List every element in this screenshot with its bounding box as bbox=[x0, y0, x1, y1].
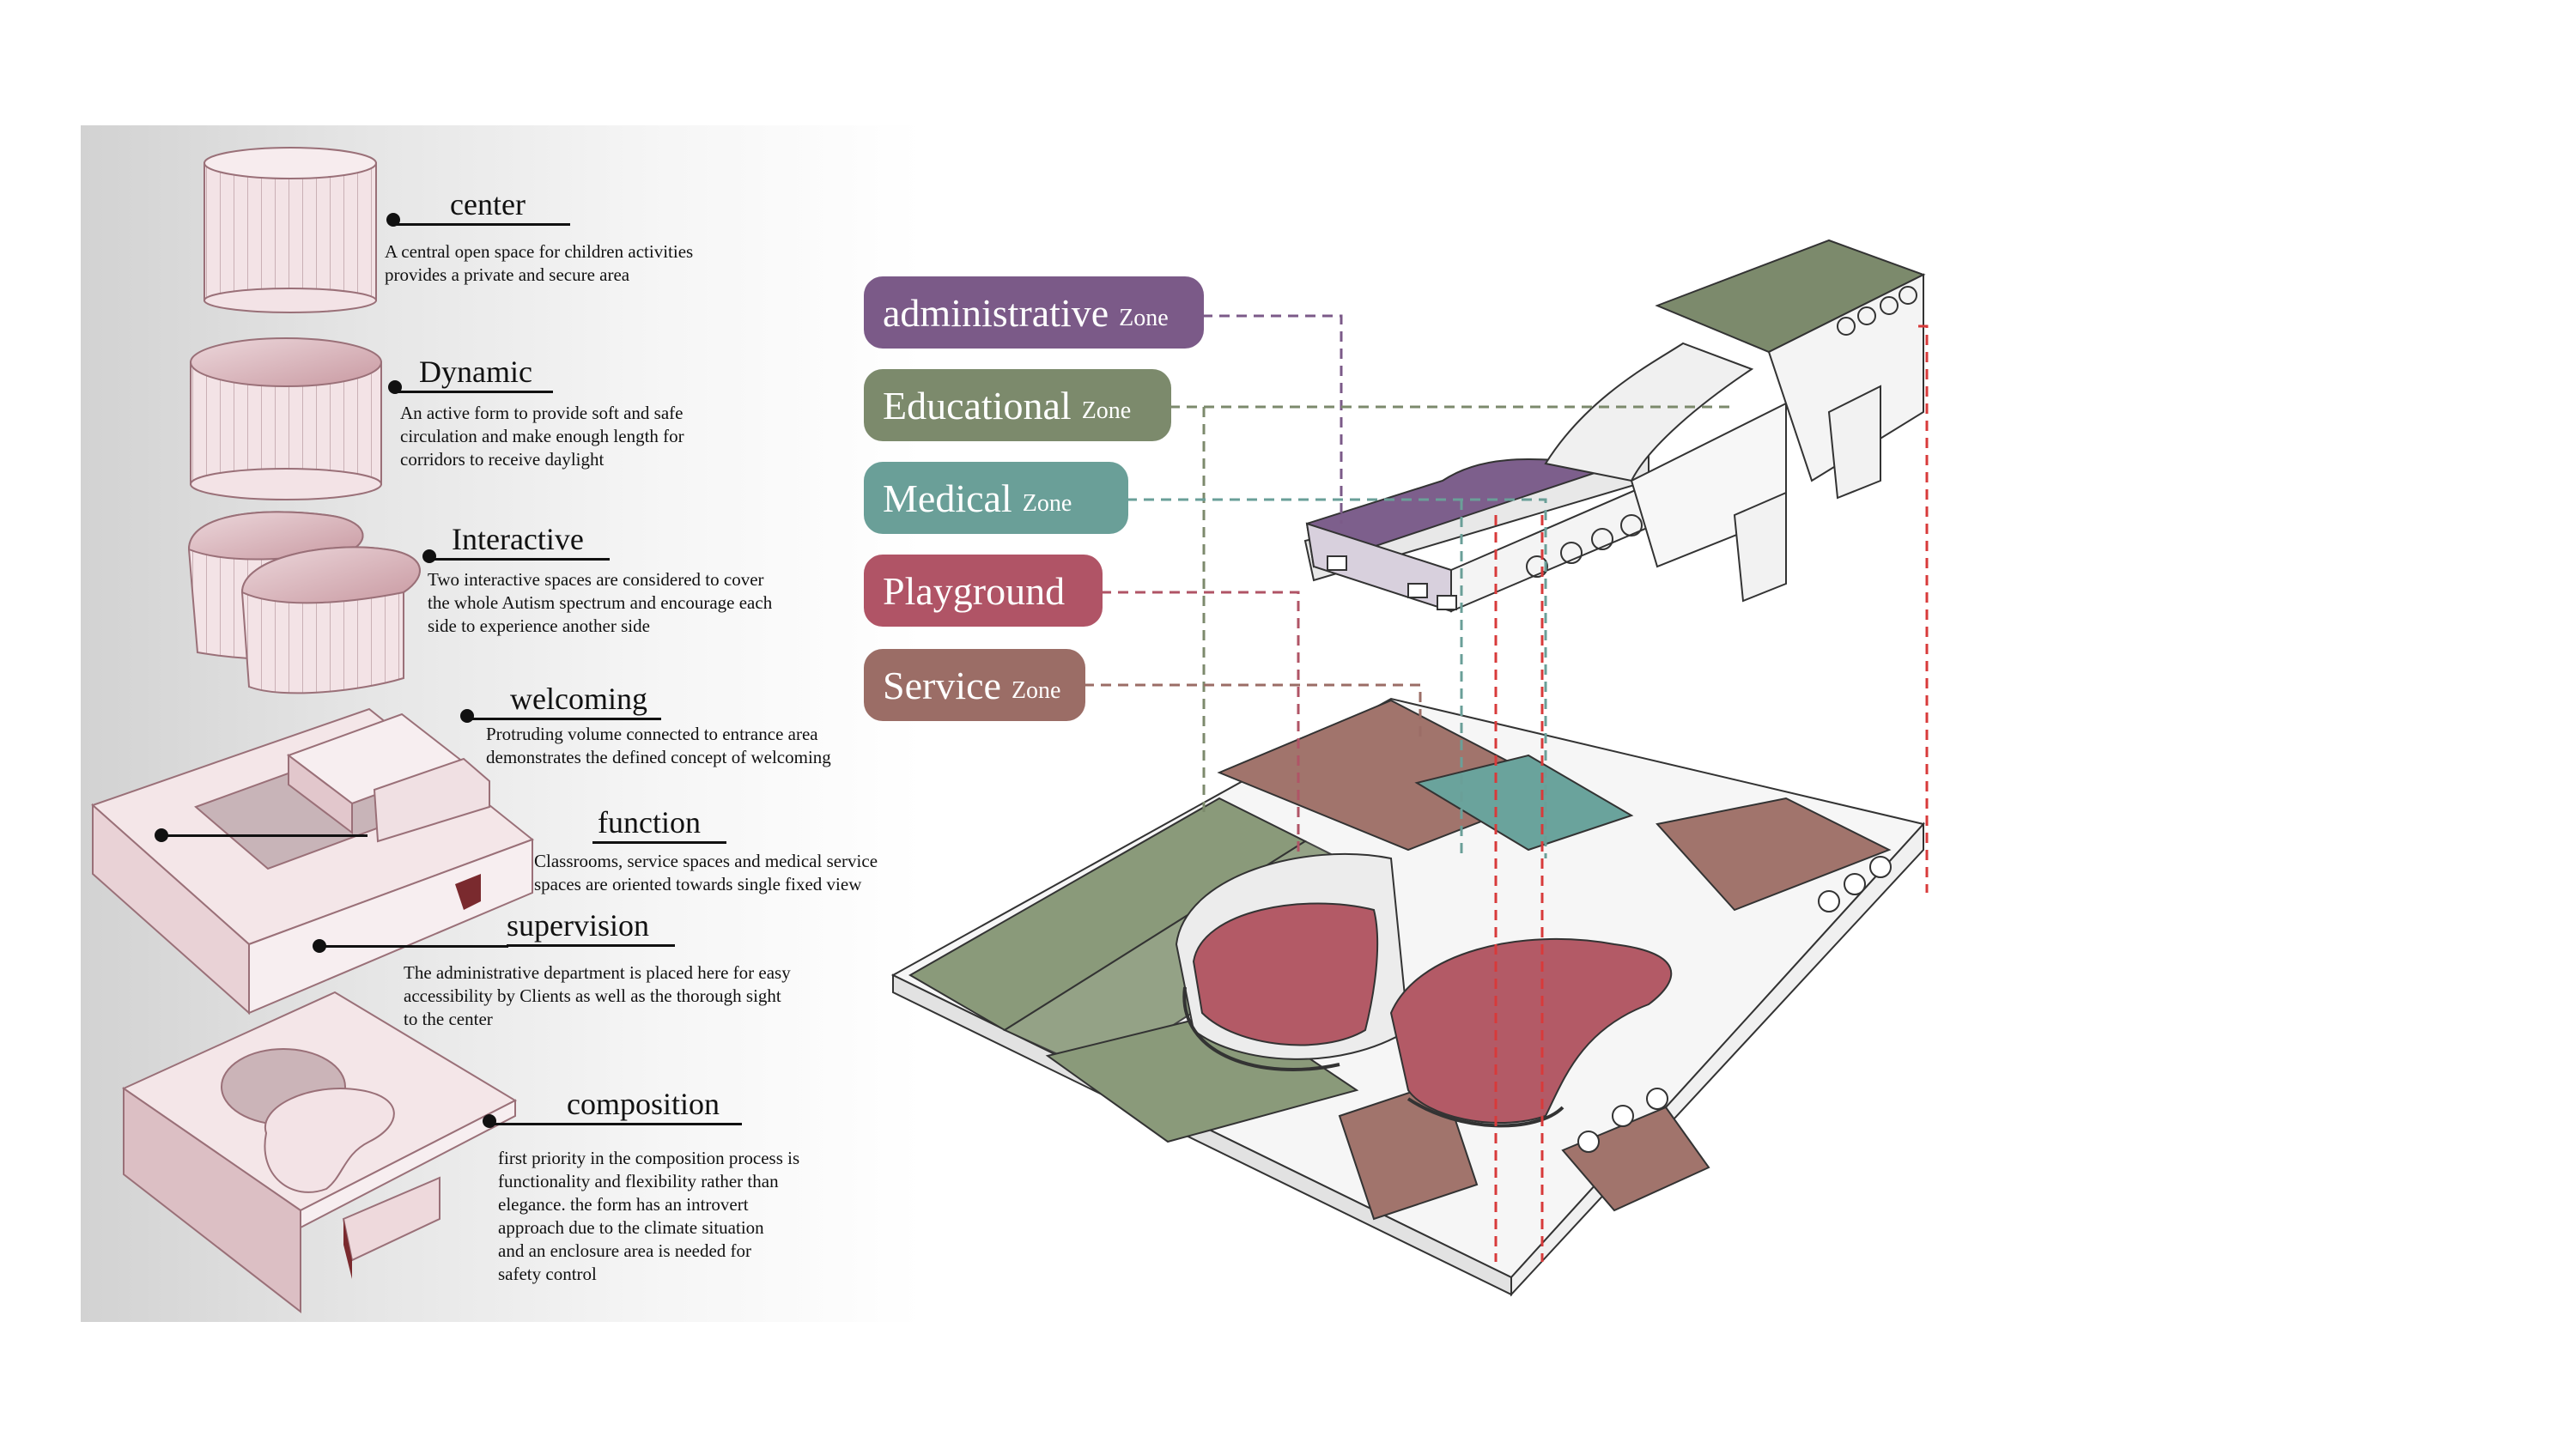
concept-desc-dynamic: An active form to provide soft and safe … bbox=[400, 403, 684, 470]
concept-desc-supervision: The administrative department is placed … bbox=[404, 962, 791, 1029]
concept-interactive: Interactive bbox=[422, 522, 610, 563]
concept-composition: composition bbox=[483, 1087, 742, 1128]
concept-title: function bbox=[598, 805, 701, 840]
educational-leader bbox=[1170, 405, 1735, 815]
concept-title: center bbox=[450, 187, 526, 221]
zone-administrative: administrative Zone bbox=[864, 276, 1204, 349]
interactive-massing bbox=[187, 511, 421, 694]
bullet-dot bbox=[386, 213, 400, 227]
ground-floor bbox=[890, 697, 1925, 1297]
concept-welcoming: welcoming bbox=[460, 682, 661, 723]
bullet-dot bbox=[155, 828, 168, 842]
underline bbox=[592, 841, 726, 844]
bullet-dot bbox=[460, 709, 474, 723]
upper-floor bbox=[1303, 239, 1926, 613]
zone-leader-lines bbox=[1084, 314, 1929, 1262]
concept-title: Interactive bbox=[452, 522, 584, 556]
bullet-dot bbox=[422, 549, 436, 563]
bullet-dot bbox=[388, 380, 402, 394]
concept-title: welcoming bbox=[510, 682, 647, 716]
underline bbox=[393, 223, 570, 226]
concept-title: composition bbox=[567, 1087, 720, 1121]
concept-dynamic: Dynamic bbox=[388, 355, 553, 394]
composition-massing bbox=[121, 991, 518, 1314]
medical-leader bbox=[1127, 498, 1547, 858]
underline bbox=[489, 1123, 742, 1125]
underline bbox=[395, 391, 553, 393]
admin-leader bbox=[1202, 314, 1343, 524]
concept-center: center bbox=[386, 187, 570, 227]
bullet-dot bbox=[483, 1114, 496, 1128]
concept-desc-interactive: Two interactive spaces are considered to… bbox=[428, 569, 773, 636]
concept-desc-welcoming: Protruding volume connected to entrance … bbox=[486, 724, 831, 767]
bullet-dot bbox=[313, 939, 326, 953]
concept-desc-center: A central open space for children activi… bbox=[385, 241, 694, 285]
playground-leader bbox=[1101, 591, 1300, 858]
function-leader-line bbox=[161, 834, 368, 837]
dynamic-massing bbox=[190, 337, 382, 500]
concept-title: Dynamic bbox=[419, 355, 532, 389]
underline bbox=[507, 944, 675, 947]
zone-medical: Medical Zone bbox=[864, 462, 1128, 534]
concept-title: supervision bbox=[507, 908, 649, 943]
concept-function: function bbox=[592, 807, 726, 844]
zone-educational: Educational Zone bbox=[864, 369, 1171, 441]
underline bbox=[429, 558, 610, 561]
red-leader-left bbox=[1494, 515, 1544, 1262]
zone-service: Service Zone bbox=[864, 649, 1085, 721]
welcoming-massing bbox=[91, 707, 535, 1016]
concept-desc-composition: first priority in the composition proces… bbox=[498, 1148, 800, 1284]
underline bbox=[467, 718, 661, 720]
supervision-leader-line bbox=[319, 945, 508, 948]
concept-desc-function: Classrooms, service spaces and medical s… bbox=[534, 851, 878, 894]
concept-supervision: supervision bbox=[507, 910, 675, 947]
red-leader-right bbox=[1918, 324, 1929, 893]
zone-playground: Playground bbox=[864, 555, 1103, 627]
service-leader bbox=[1084, 683, 1422, 738]
center-massing bbox=[204, 147, 377, 313]
